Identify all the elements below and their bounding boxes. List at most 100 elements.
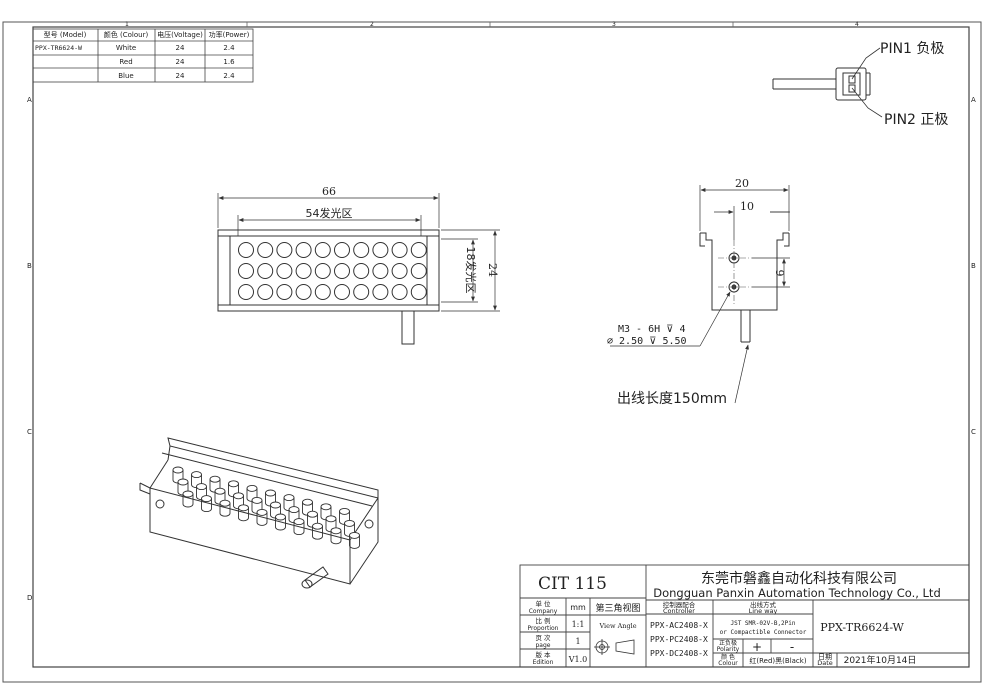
- company-name-en: Dongguan Panxin Automation Technology Co…: [653, 586, 941, 600]
- unit-label-en: Company: [529, 608, 558, 615]
- controller-3: PPX-DC2408-X: [650, 649, 708, 658]
- grid-mark-side-b-right: B: [971, 262, 976, 270]
- outer-border: [2, 21, 982, 683]
- led-1-2: [276, 263, 293, 279]
- hole-note-line1: M3 - 6H ⊽ 4: [618, 324, 686, 335]
- led-0-5: [334, 242, 350, 258]
- controller-label: 控制器配合: [663, 600, 696, 609]
- dim-emit-height: 18发光区: [464, 247, 478, 294]
- led-0-0: [238, 242, 254, 258]
- dim-hole-pitch-9: 9: [773, 270, 786, 277]
- led-1-4: [314, 263, 331, 279]
- led-2-1: [257, 284, 274, 300]
- iso-led-2-7: [312, 522, 323, 540]
- spec-cell-colour-3: Blue: [118, 72, 134, 80]
- grid-mark-top-1: 1: [125, 21, 129, 28]
- polarity-label: 正负极: [719, 639, 737, 647]
- led-2-2: [276, 284, 293, 300]
- led-2-0: [238, 284, 254, 300]
- led-2-6: [353, 284, 370, 300]
- led-0-7: [372, 242, 389, 258]
- led-0-4: [314, 242, 331, 258]
- edition-label-en: Edition: [533, 659, 554, 666]
- front-dimensions: [217, 193, 500, 312]
- connector-drawing: [772, 67, 871, 101]
- pin2-label: PIN2 正极: [884, 112, 948, 128]
- led-0-8: [391, 242, 408, 258]
- unit-label: 单 位: [535, 599, 551, 608]
- grid-mark-side-b: B: [27, 262, 32, 270]
- third-angle-projection-icon: [594, 639, 635, 655]
- spec-cell-colour-1: White: [116, 44, 136, 52]
- grid-marks-top: [246, 22, 734, 27]
- hole-note-leader: [610, 291, 731, 347]
- led-2-7: [372, 284, 389, 300]
- lineway-line1: JST SMR-02V-B,2Pin: [730, 620, 795, 627]
- hole-note-line2: ⌀ 2.50 ⊽ 5.50: [607, 336, 687, 347]
- side-centerlines: [718, 240, 752, 305]
- unit-value: mm: [570, 603, 586, 612]
- date-value: 2021年10月14日: [844, 654, 917, 666]
- lineway-label: 出线方式: [750, 600, 777, 609]
- pin-leaders: [851, 47, 883, 118]
- cable-note-leader: [734, 344, 749, 404]
- led-2-8: [391, 284, 408, 300]
- colour-label-en: Colour: [718, 660, 738, 667]
- dim-side-width-20: 20: [735, 177, 749, 190]
- led-0-9: [410, 242, 427, 258]
- polarity-minus: -: [790, 640, 794, 654]
- spec-header-power: 功率(Power): [209, 30, 250, 39]
- spec-table: [32, 28, 254, 83]
- dim-side-10: 10: [740, 200, 754, 213]
- iso-led-2-4: [256, 508, 268, 526]
- view-angle-label: View Angle: [598, 622, 636, 630]
- iso-led-2-3: [238, 504, 249, 522]
- led-2-4: [314, 284, 331, 300]
- led-1-1: [257, 263, 274, 279]
- front-view: [217, 229, 440, 345]
- controller-2: PPX-PC2408-X: [650, 635, 708, 644]
- side-view: [699, 232, 790, 343]
- isometric-leds: [172, 466, 360, 549]
- led-1-0: [238, 263, 254, 279]
- spec-header-model: 型号 (Model): [44, 30, 87, 39]
- pin1-label: PIN1 负极: [880, 41, 944, 57]
- grid-mark-top-2: 2: [370, 21, 374, 28]
- grid-mark-top-3: 3: [612, 21, 616, 28]
- page-label-en: page: [536, 642, 551, 649]
- spec-header-colour: 颜色 (Colour): [104, 30, 149, 39]
- led-1-9: [410, 263, 427, 279]
- grid-mark-side-c: C: [27, 428, 32, 436]
- spec-cell-voltage-2: 24: [176, 58, 185, 66]
- led-1-7: [372, 263, 389, 279]
- led-1-6: [353, 263, 370, 279]
- inner-border: [32, 26, 970, 668]
- projection-label: 第三角视图: [595, 602, 640, 614]
- iso-led-2-1: [201, 495, 212, 513]
- led-0-6: [353, 242, 370, 258]
- iso-led-0-0: [172, 466, 184, 484]
- controller-label-en: Controller: [663, 607, 695, 615]
- spec-cell-colour-2: Red: [119, 58, 132, 66]
- led-0-3: [295, 242, 312, 258]
- date-label-en: Date: [817, 659, 833, 667]
- iso-led-2-0: [182, 490, 194, 508]
- company-name-cn: 东莞市磐鑫自动化科技有限公司: [701, 570, 897, 587]
- iso-led-2-9: [349, 531, 360, 549]
- iso-led-2-5: [275, 513, 286, 531]
- colour-value: 红(Red)黑(Black): [749, 656, 806, 665]
- page-value: 1: [575, 637, 580, 646]
- led-1-3: [295, 263, 312, 279]
- edition-label: 版 本: [535, 650, 551, 659]
- dim-emit-width: 54发光区: [306, 206, 353, 220]
- iso-led-2-8: [330, 527, 342, 545]
- grid-mark-side-c-right: C: [971, 428, 976, 436]
- scale-label-en: Proportion: [528, 625, 559, 632]
- dim-width-66: 66: [322, 185, 336, 198]
- colour-label: 颜 色: [721, 653, 735, 661]
- title-code: CIT 115: [538, 574, 607, 594]
- lineway-label-en: Line way: [749, 607, 778, 615]
- led-0-1: [257, 242, 274, 258]
- dim-height-24: 24: [486, 263, 499, 277]
